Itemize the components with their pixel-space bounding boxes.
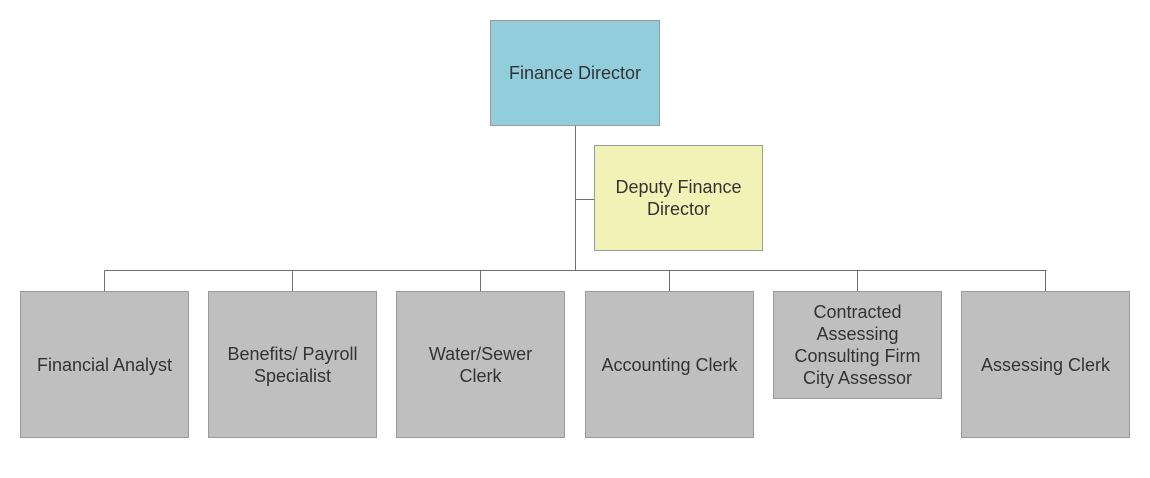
accounting-clerk-box: Accounting Clerk bbox=[585, 291, 754, 438]
finance-director-label: Finance Director bbox=[508, 63, 642, 83]
assessing-clerk-box: Assessing Clerk bbox=[961, 291, 1130, 438]
financial-analyst-box: Financial Analyst bbox=[20, 291, 189, 438]
deputy-finance-director-label: Deputy Finance Director bbox=[615, 177, 742, 219]
deputy-finance-director-box: Deputy Finance Director bbox=[594, 145, 763, 251]
benefits-payroll-specialist-box: Benefits/ Payroll Specialist bbox=[208, 291, 377, 438]
staff-label: Contracted Assessing Consulting Firm Cit… bbox=[794, 302, 921, 388]
staff-label: Benefits/ Payroll Specialist bbox=[227, 343, 358, 386]
staff-label: Accounting Clerk bbox=[601, 354, 738, 375]
staff-label: Water/Sewer Clerk bbox=[428, 343, 533, 386]
staff-label: Assessing Clerk bbox=[980, 354, 1111, 375]
finance-director-box: Finance Director bbox=[490, 20, 660, 126]
water-sewer-clerk-box: Water/Sewer Clerk bbox=[396, 291, 565, 438]
contracted-assessing-box: Contracted Assessing Consulting Firm Cit… bbox=[773, 291, 942, 399]
staff-label: Financial Analyst bbox=[36, 354, 173, 375]
